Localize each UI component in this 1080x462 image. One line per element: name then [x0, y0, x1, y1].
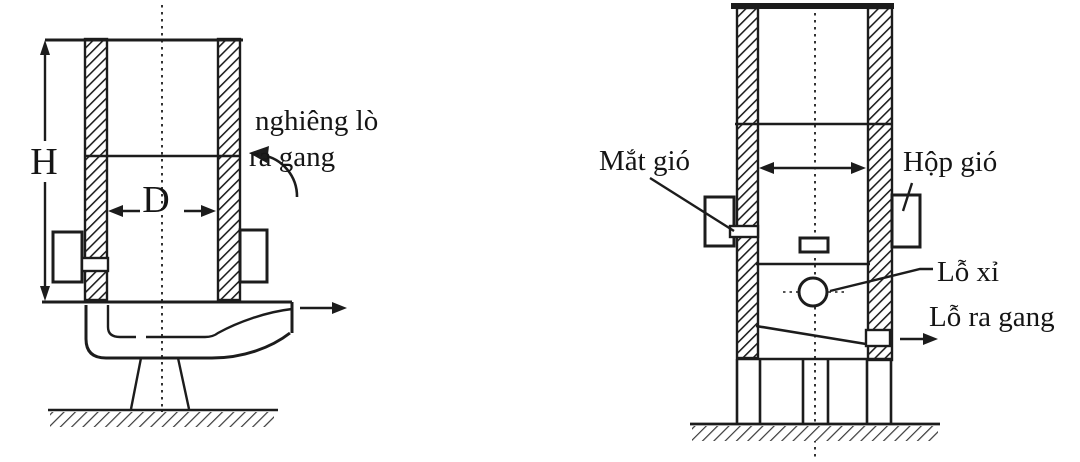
tap-outflow-arrow	[900, 333, 938, 345]
slag-hole-leader-line	[829, 267, 933, 293]
diameter-dimension	[108, 205, 216, 217]
left-ground-hatch	[50, 412, 274, 427]
windbox-label: Hộp gió	[903, 146, 997, 178]
left-furnace-left-windbox	[51, 230, 84, 284]
left-furnace-diagram	[40, 5, 347, 427]
tilt-note-line1: nghiêng lò	[255, 105, 378, 137]
arrow-right-icon	[332, 302, 347, 314]
spout-inner-wall	[106, 305, 293, 339]
left-furnace-right-windbox	[238, 228, 269, 284]
pedestal-legs	[129, 357, 191, 410]
slag-hole-label: Lỗ xỉ	[937, 256, 999, 288]
left-furnace-right-wall	[216, 37, 242, 302]
right-furnace-right-wall	[866, 6, 894, 362]
right-furnace-top-cap	[731, 3, 894, 9]
diameter-dim-label: D	[142, 179, 169, 221]
tilt-note-line2: ra gang	[249, 141, 335, 173]
right-furnace-diagram	[649, 3, 940, 458]
arrow-right-icon	[923, 333, 938, 345]
height-dim-label: H	[30, 141, 57, 183]
arrow-left-icon	[759, 162, 774, 174]
spout-outer-wall	[84, 305, 291, 360]
metal-outflow-arrow	[300, 302, 347, 314]
right-furnace-tuyere-opening	[728, 224, 760, 239]
bore-diameter-arrow	[759, 162, 866, 174]
tap-hole-opening	[864, 328, 892, 348]
arrow-right-icon	[201, 205, 216, 217]
arrow-up-icon	[40, 40, 50, 55]
peep-hole	[798, 236, 830, 254]
arrow-right-icon	[851, 162, 866, 174]
tilt-arc-arrow	[249, 146, 299, 198]
base-legs	[735, 359, 893, 423]
tap-hole-label: Lỗ ra gang	[929, 301, 1055, 333]
left-furnace-tuyere-opening	[80, 256, 110, 273]
hearth-slope-line	[755, 324, 867, 346]
tuyere-leader-line	[649, 176, 735, 233]
right-ground-hatch	[692, 426, 938, 441]
arrow-left-icon	[108, 205, 123, 217]
slag-hole-circle	[797, 276, 829, 308]
arrow-down-icon	[40, 286, 50, 301]
height-dimension	[40, 40, 50, 301]
arrow-left-icon	[249, 146, 269, 163]
right-furnace-left-wall	[735, 6, 760, 360]
tuyere-label: Mắt gió	[599, 145, 690, 177]
windbox-leader-line	[901, 182, 914, 212]
